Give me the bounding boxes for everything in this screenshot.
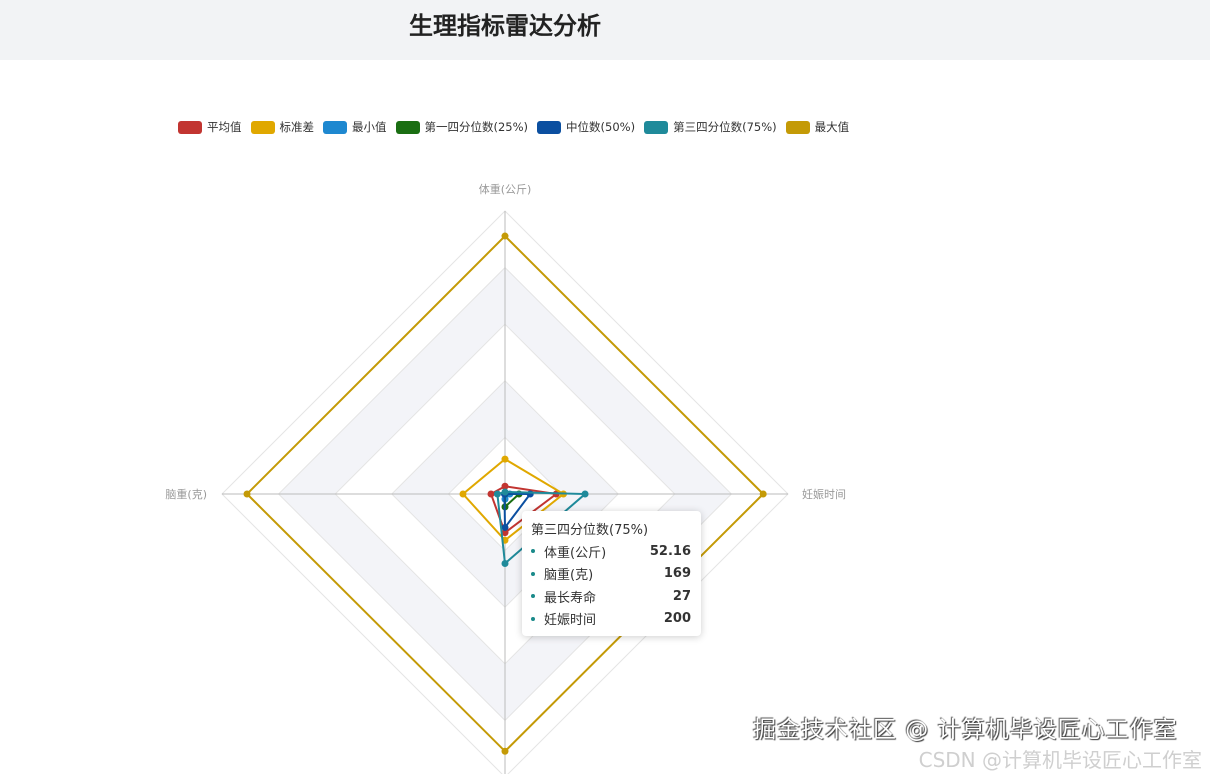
data-point: [501, 482, 509, 490]
watermark-juejin: 掘金技术社区 @ 计算机毕设匠心工作室: [753, 717, 1178, 743]
series-dot-icon: [531, 594, 535, 599]
series-dot-icon: [531, 616, 535, 621]
data-point: [501, 559, 509, 567]
axis-label: 体重(公斤): [479, 182, 532, 196]
legend-label: 平均值: [207, 120, 242, 134]
axis-label: 脑重(克): [165, 487, 207, 501]
legend-label: 第一四分位数(25%): [424, 120, 529, 134]
tooltip-value: 200: [663, 611, 691, 627]
data-point: [501, 747, 509, 755]
data-point: [501, 523, 509, 531]
data-point: [526, 490, 534, 498]
legend-swatch-icon: [537, 120, 562, 134]
tooltip-row: 脑重(克) 169: [531, 563, 691, 586]
axis-label: 妊娠时间: [802, 487, 846, 501]
tooltip-value: 27: [672, 588, 691, 604]
tooltip-row: 体重(公斤) 52.16: [531, 540, 691, 563]
data-point: [493, 490, 501, 498]
legend-label: 标准差: [279, 120, 315, 134]
tooltip-label: 脑重(克): [544, 568, 594, 584]
page-title: 生理指标雷达分析: [409, 12, 601, 40]
chart-legend: 平均值 标准差 最小值 第一四分位数(25%) 中位数(50%) 第三四分位数(75%) 最…: [178, 119, 849, 135]
data-point: [581, 490, 589, 498]
tooltip-value: 169: [663, 566, 691, 582]
tooltip-label: 体重(公斤): [544, 545, 607, 561]
data-point: [243, 490, 251, 498]
data-point: [501, 529, 509, 537]
series-dot-icon: [531, 549, 535, 554]
series-dot-icon: [531, 571, 535, 576]
data-point: [459, 490, 467, 498]
legend-swatch-icon: [323, 120, 347, 134]
legend-item[interactable]: 第三四分位数(75%): [644, 119, 777, 135]
header-bar: 生理指标雷达分析: [0, 0, 1210, 60]
watermark-csdn: CSDN @计算机毕设匠心工作室: [918, 748, 1202, 772]
tooltip-row: 妊娠时间 200: [531, 608, 691, 631]
data-point: [759, 490, 767, 498]
legend-label: 最小值: [352, 120, 387, 134]
data-point: [501, 455, 509, 463]
legend-swatch-icon: [644, 120, 669, 134]
legend-item[interactable]: 最小值: [323, 119, 387, 135]
tooltip-label: 最长寿命: [544, 590, 597, 606]
legend-swatch-icon: [785, 120, 810, 134]
legend-label: 中位数(50%): [566, 120, 636, 134]
legend-item[interactable]: 平均值: [178, 119, 242, 135]
legend-label: 第三四分位数(75%): [673, 120, 777, 134]
tooltip-value: 52.16: [649, 543, 691, 559]
data-point: [501, 232, 509, 240]
legend-swatch-icon: [178, 120, 202, 134]
legend-label: 最大值: [814, 120, 850, 134]
tooltip-label: 妊娠时间: [544, 613, 597, 629]
tooltip-row: 最长寿命 27: [531, 585, 691, 608]
data-point: [501, 488, 509, 496]
legend-item[interactable]: 中位数(50%): [537, 119, 635, 135]
legend-swatch-icon: [250, 120, 275, 134]
legend-item[interactable]: 第一四分位数(25%): [395, 119, 529, 135]
legend-item[interactable]: 标准差: [250, 119, 315, 135]
data-point: [487, 490, 495, 498]
tooltip-title: 第三四分位数(75%): [531, 523, 649, 538]
legend-item[interactable]: 最大值: [785, 119, 850, 135]
legend-swatch-icon: [395, 120, 420, 134]
